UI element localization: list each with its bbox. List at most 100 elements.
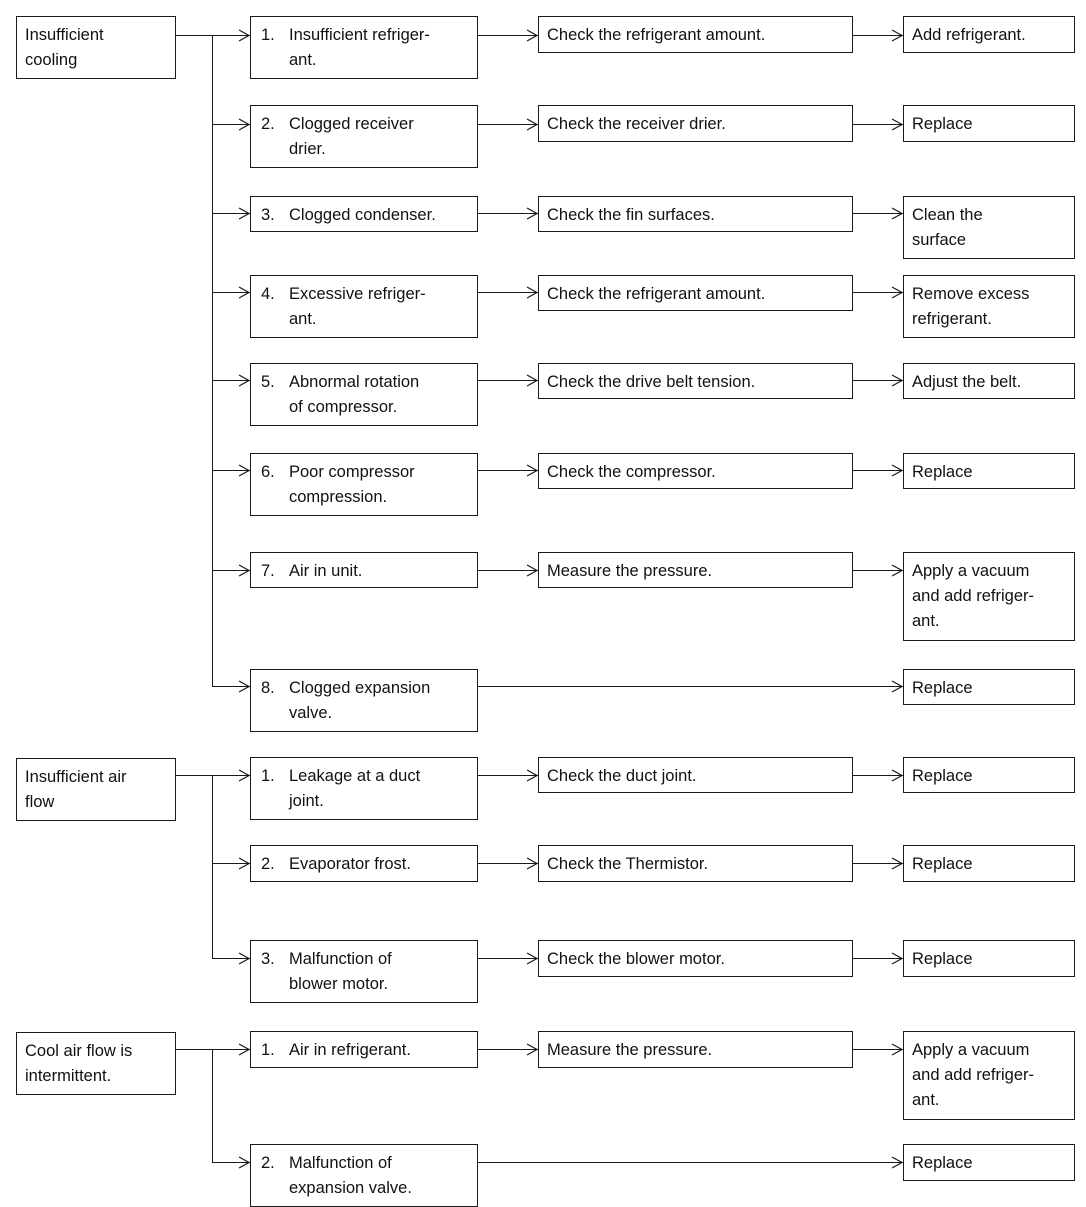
remedy-label: Clean the surface (912, 206, 983, 249)
remedy-label: Replace (912, 679, 973, 697)
branch-line-g3-r2 (212, 1162, 250, 1163)
check-box-g1-r1: Check the refrigerant amount. (538, 16, 853, 53)
link-check-remedy-g2-r2 (853, 863, 903, 864)
check-label: Check the compressor. (547, 463, 716, 481)
symptom-label: Insufficient cooling (25, 26, 104, 69)
cause-number: 4. (261, 285, 275, 303)
link-check-remedy-g1-r1 (853, 35, 903, 36)
arrow-head-remedy-g1-r7 (891, 564, 904, 577)
arrow-head-remedy-g1-r2 (891, 118, 904, 131)
arrow-head-remedy-g1-r6 (891, 464, 904, 477)
remedy-box-g2-r3: Replace (903, 940, 1075, 977)
cause-box-g1-r5: 5. Abnormal rotation of compressor. (250, 363, 478, 426)
arrow-head-check-g1-r5 (526, 374, 539, 387)
branch-line-g1-r8 (212, 686, 250, 687)
remedy-label: Adjust the belt. (912, 373, 1022, 391)
connector-symptom-to-trunk-3 (176, 1049, 213, 1050)
cause-label: Abnormal rotation of compressor. (289, 373, 420, 416)
cause-label: Excessive refriger- ant. (289, 285, 426, 328)
cause-box-g1-r1: 1. Insufficient refriger- ant. (250, 16, 478, 79)
arrow-head-remedy-g3-r2 (891, 1156, 904, 1169)
arrow-head-remedy-g1-r3 (891, 207, 904, 220)
cause-box-g1-r7: 7. Air in unit. (250, 552, 478, 588)
link-check-remedy-g1-r2 (853, 124, 903, 125)
link-cause-check-g1-r3 (478, 213, 538, 214)
link-cause-check-g2-r3 (478, 958, 538, 959)
symptom-box-cool-air-flow-intermittent: Cool air flow is intermittent. (16, 1032, 176, 1095)
link-cause-check-g1-r4 (478, 292, 538, 293)
cause-label: Insufficient refriger- ant. (289, 26, 430, 69)
cause-label: Poor compressor compression. (289, 463, 415, 506)
cause-label: Clogged condenser. (289, 206, 436, 224)
cause-box-g1-r6: 6. Poor compressor compression. (250, 453, 478, 516)
check-box-g1-r6: Check the compressor. (538, 453, 853, 489)
arrow-head-g1-r3 (238, 207, 251, 220)
arrow-head-remedy-g3-r1 (891, 1043, 904, 1056)
link-check-remedy-g2-r3 (853, 958, 903, 959)
cause-box-g3-r2: 2. Malfunction of expansion valve. (250, 1144, 478, 1207)
check-label: Check the drive belt tension. (547, 373, 756, 391)
remedy-label: Replace (912, 1154, 973, 1172)
link-cause-check-g1-r1 (478, 35, 538, 36)
arrow-head-check-g2-r1 (526, 769, 539, 782)
remedy-label: Apply a vacuum and add refriger- ant. (912, 1041, 1034, 1109)
arrow-head-g1-r8 (238, 680, 251, 693)
remedy-label: Replace (912, 855, 973, 873)
remedy-box-g1-r7: Apply a vacuum and add refriger- ant. (903, 552, 1075, 641)
remedy-box-g1-r3: Clean the surface (903, 196, 1075, 259)
remedy-label: Remove excess refrigerant. (912, 285, 1030, 328)
branch-line-g1-r7 (212, 570, 250, 571)
cause-label: Air in refrigerant. (289, 1041, 411, 1059)
arrow-head-g3-r1 (238, 1043, 251, 1056)
check-box-g2-r1: Check the duct joint. (538, 757, 853, 793)
remedy-box-g2-r2: Replace (903, 845, 1075, 882)
trunk-line-group-3 (212, 1049, 213, 1162)
arrow-head-g2-r1 (238, 769, 251, 782)
remedy-label: Add refrigerant. (912, 26, 1026, 44)
remedy-label: Replace (912, 767, 973, 785)
check-label: Measure the pressure. (547, 562, 713, 580)
cause-label: Evaporator frost. (289, 855, 411, 873)
check-label: Check the blower motor. (547, 950, 725, 968)
link-check-remedy-g1-r6 (853, 470, 903, 471)
link-check-remedy-g1-r7 (853, 570, 903, 571)
branch-line-g2-r3 (212, 958, 250, 959)
branch-line-g2-r2 (212, 863, 250, 864)
arrow-head-check-g1-r2 (526, 118, 539, 131)
cause-box-g3-r1: 1. Air in refrigerant. (250, 1031, 478, 1068)
link-cause-check-g3-r1 (478, 1049, 538, 1050)
check-label: Check the Thermistor. (547, 855, 709, 873)
branch-line-g1-r3 (212, 213, 250, 214)
check-box-g2-r3: Check the blower motor. (538, 940, 853, 977)
cause-number: 2. (261, 855, 275, 873)
check-box-g1-r3: Check the fin surfaces. (538, 196, 853, 232)
cause-box-g2-r1: 1. Leakage at a duct joint. (250, 757, 478, 820)
check-label: Check the duct joint. (547, 767, 697, 785)
symptom-label: Insufficient air flow (25, 768, 127, 811)
check-label: Check the refrigerant amount. (547, 26, 766, 44)
arrow-head-g2-r3 (238, 952, 251, 965)
remedy-box-g1-r5: Adjust the belt. (903, 363, 1075, 399)
cause-number: 2. (261, 1154, 275, 1172)
check-box-g2-r2: Check the Thermistor. (538, 845, 853, 882)
arrow-head-remedy-g2-r3 (891, 952, 904, 965)
arrow-head-g1-r5 (238, 374, 251, 387)
link-cause-check-g1-r2 (478, 124, 538, 125)
arrow-head-remedy-g2-r1 (891, 769, 904, 782)
cause-number: 5. (261, 373, 275, 391)
remedy-box-g1-r6: Replace (903, 453, 1075, 489)
arrow-head-check-g1-r7 (526, 564, 539, 577)
remedy-label: Replace (912, 950, 973, 968)
remedy-box-g1-r1: Add refrigerant. (903, 16, 1075, 53)
remedy-box-g2-r1: Replace (903, 757, 1075, 793)
arrow-head-remedy-g1-r4 (891, 286, 904, 299)
cause-number: 7. (261, 562, 275, 580)
arrow-head-remedy-g1-r1 (891, 29, 904, 42)
cause-number: 1. (261, 26, 275, 44)
remedy-box-g1-r8: Replace (903, 669, 1075, 705)
cause-label: Clogged expansion valve. (289, 679, 431, 722)
arrow-head-check-g1-r6 (526, 464, 539, 477)
remedy-box-g1-r2: Replace (903, 105, 1075, 142)
check-label: Check the receiver drier. (547, 115, 726, 133)
